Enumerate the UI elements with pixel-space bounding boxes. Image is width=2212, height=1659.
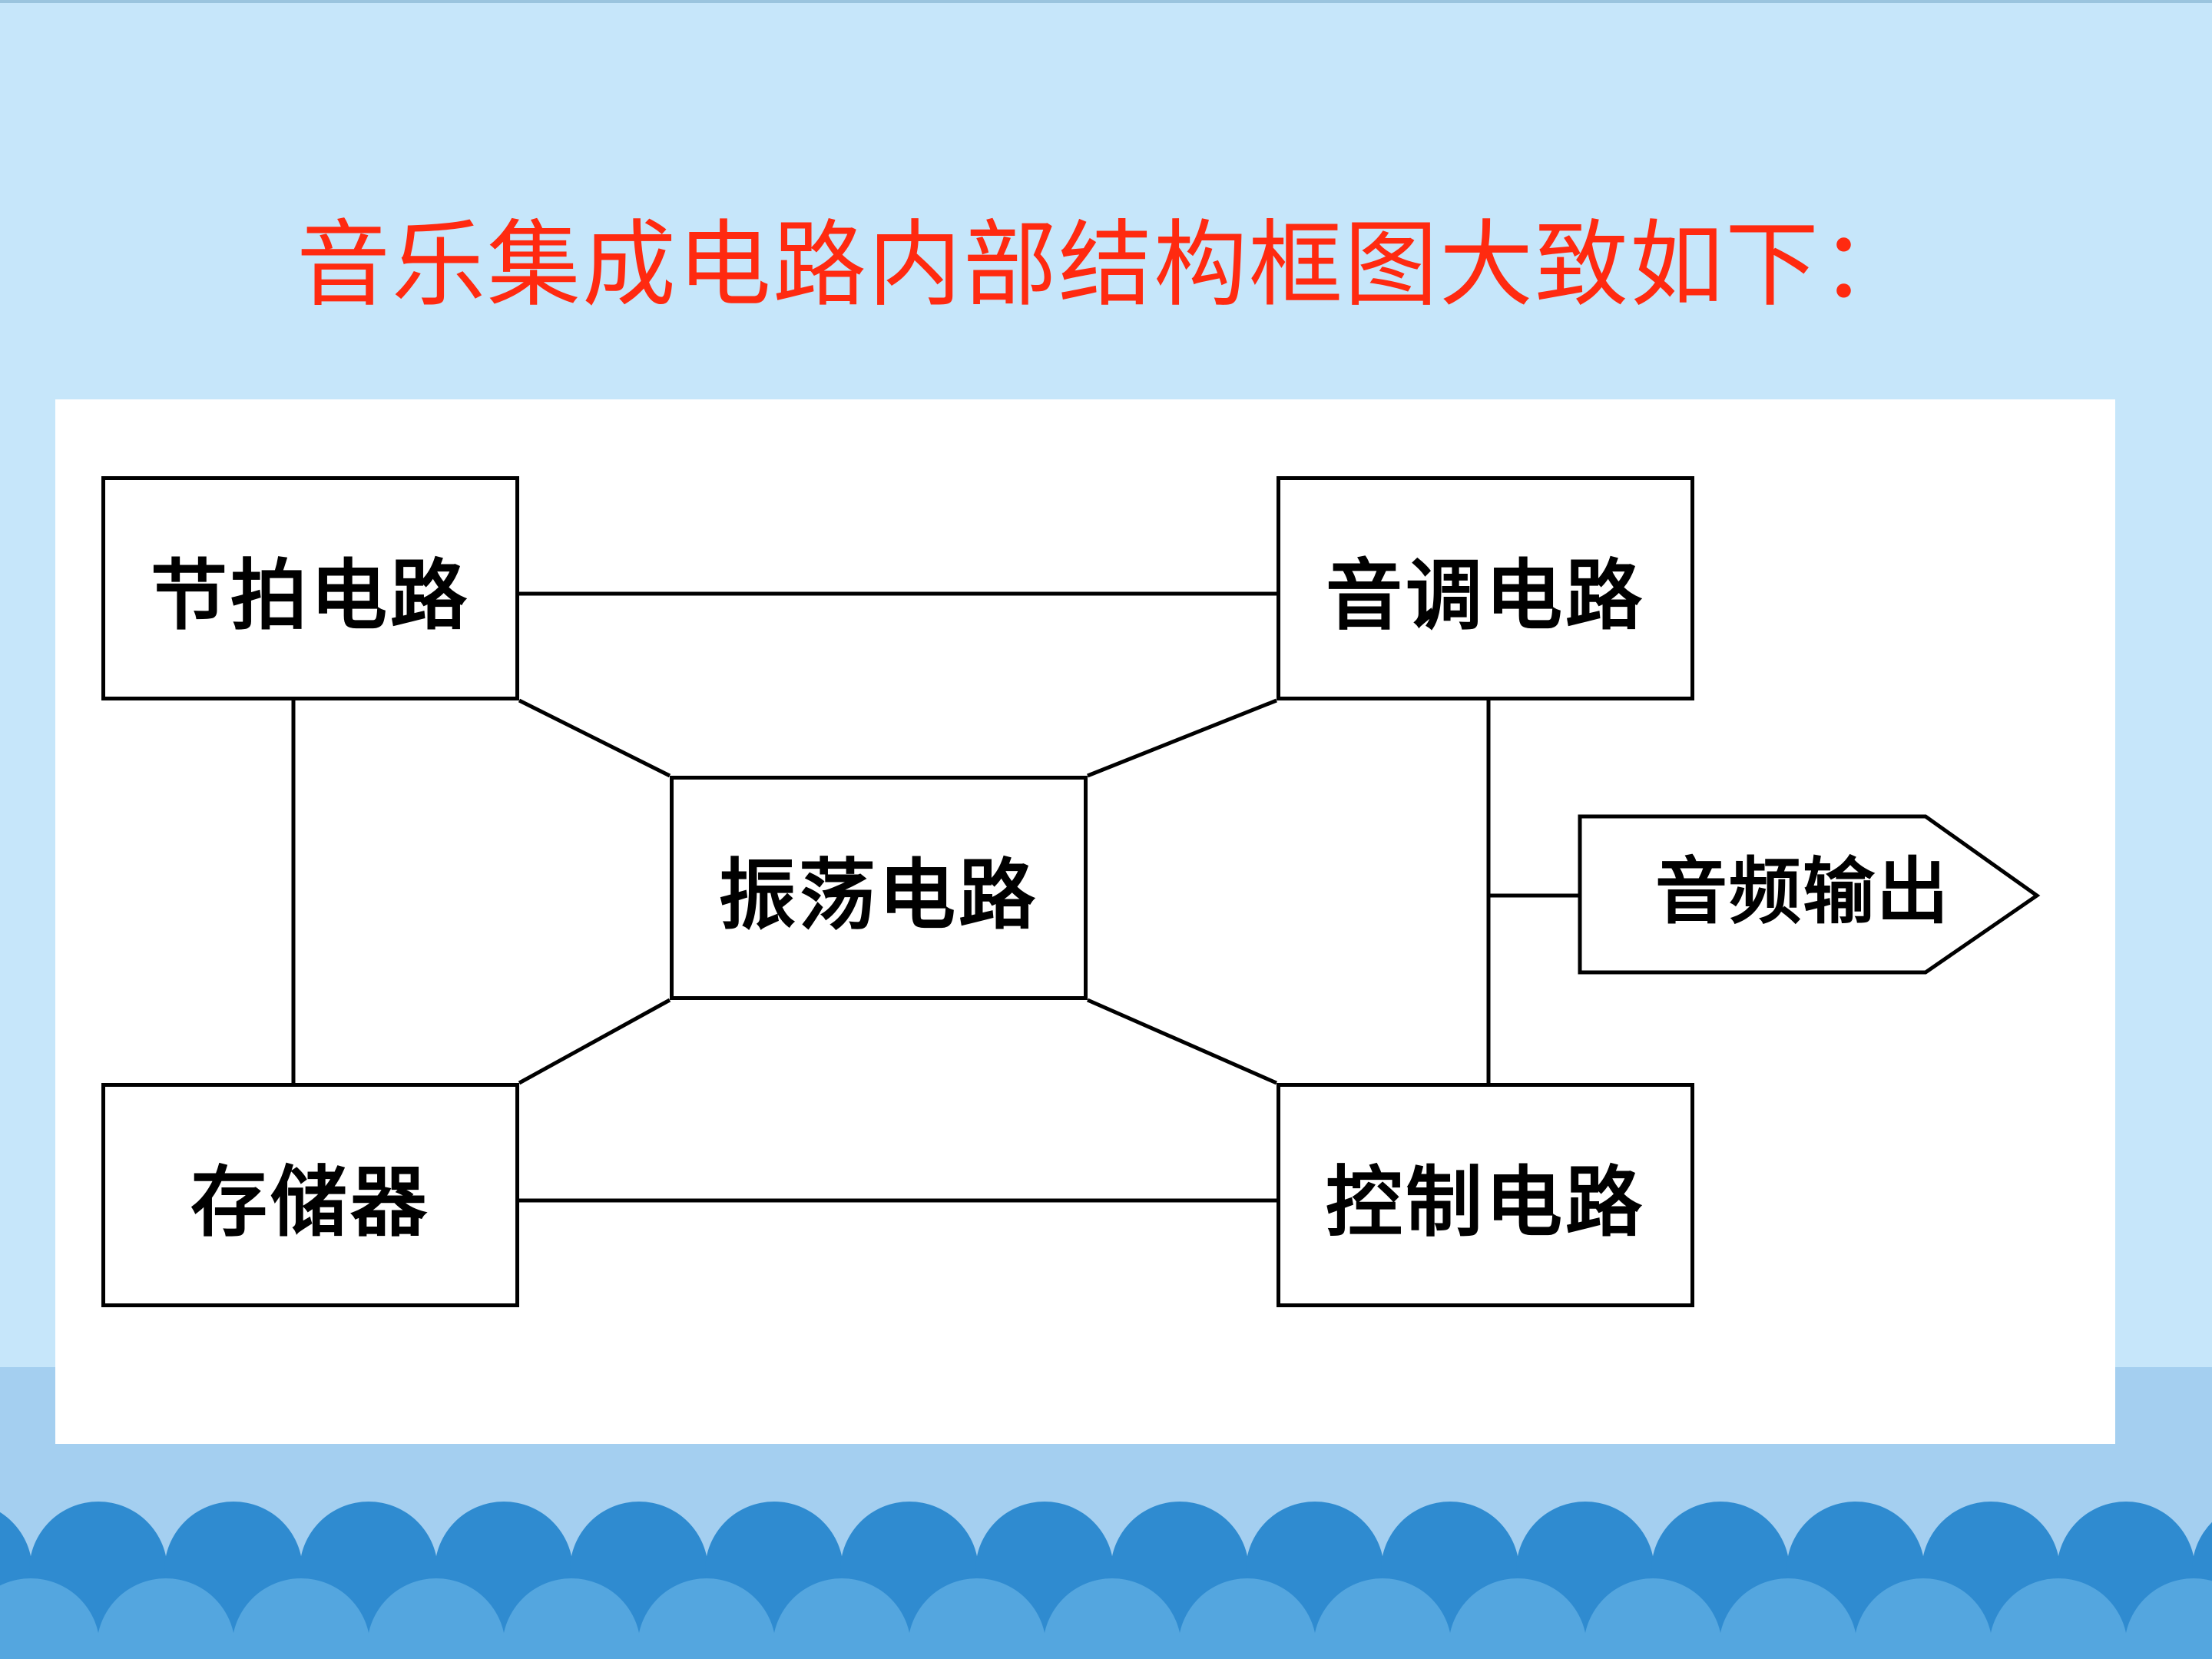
line-control-oscillator — [1086, 998, 1278, 1085]
wave-scallop — [1989, 1578, 2128, 1659]
wave-scallop — [2124, 1578, 2212, 1659]
top-stripe — [0, 0, 2212, 3]
wave-scallop — [232, 1578, 370, 1659]
wave-scallop — [1584, 1578, 1722, 1659]
wave-scallop — [0, 1578, 100, 1659]
wave-row-front — [0, 1578, 2212, 1659]
audio-output-arrow-shape — [1578, 814, 2041, 975]
wave-scallop — [1449, 1578, 1587, 1659]
wave-scallop — [773, 1578, 911, 1659]
line-tone-oscillator — [1087, 698, 1277, 778]
wave-scallop — [97, 1578, 235, 1659]
wave-scallop — [1719, 1578, 1857, 1659]
wave-scallop — [367, 1578, 505, 1659]
wave-scallop — [637, 1578, 776, 1659]
line-beat-oscillator — [518, 698, 671, 778]
wave-scallop — [908, 1578, 1046, 1659]
wave-scallop — [1043, 1578, 1181, 1659]
oscillator-circuit-block: 振荡电路 — [670, 776, 1088, 1000]
wave-decoration — [0, 1502, 2212, 1659]
beat-circuit-block: 节拍电路 — [101, 476, 519, 700]
audio-output-label: 音频输出 — [1654, 850, 1950, 934]
wave-scallop — [1854, 1578, 1992, 1659]
tone-circuit-block: 音调电路 — [1277, 476, 1694, 700]
memory-block: 存储器 — [101, 1083, 519, 1307]
connection-lines — [291, 591, 2041, 1203]
slide-title: 音乐集成电路内部结构框图大致如下： — [296, 210, 1916, 320]
control-circuit-block: 控制电路 — [1277, 1083, 1694, 1307]
wave-scallop — [1313, 1578, 1452, 1659]
wave-scallop — [502, 1578, 641, 1659]
line-memory-oscillator — [518, 998, 671, 1085]
wave-scallop — [1178, 1578, 1316, 1659]
diagram-panel: 节拍电路 音调电路 振荡电路 存储器 控制电路 音频输出 — [55, 399, 2115, 1444]
